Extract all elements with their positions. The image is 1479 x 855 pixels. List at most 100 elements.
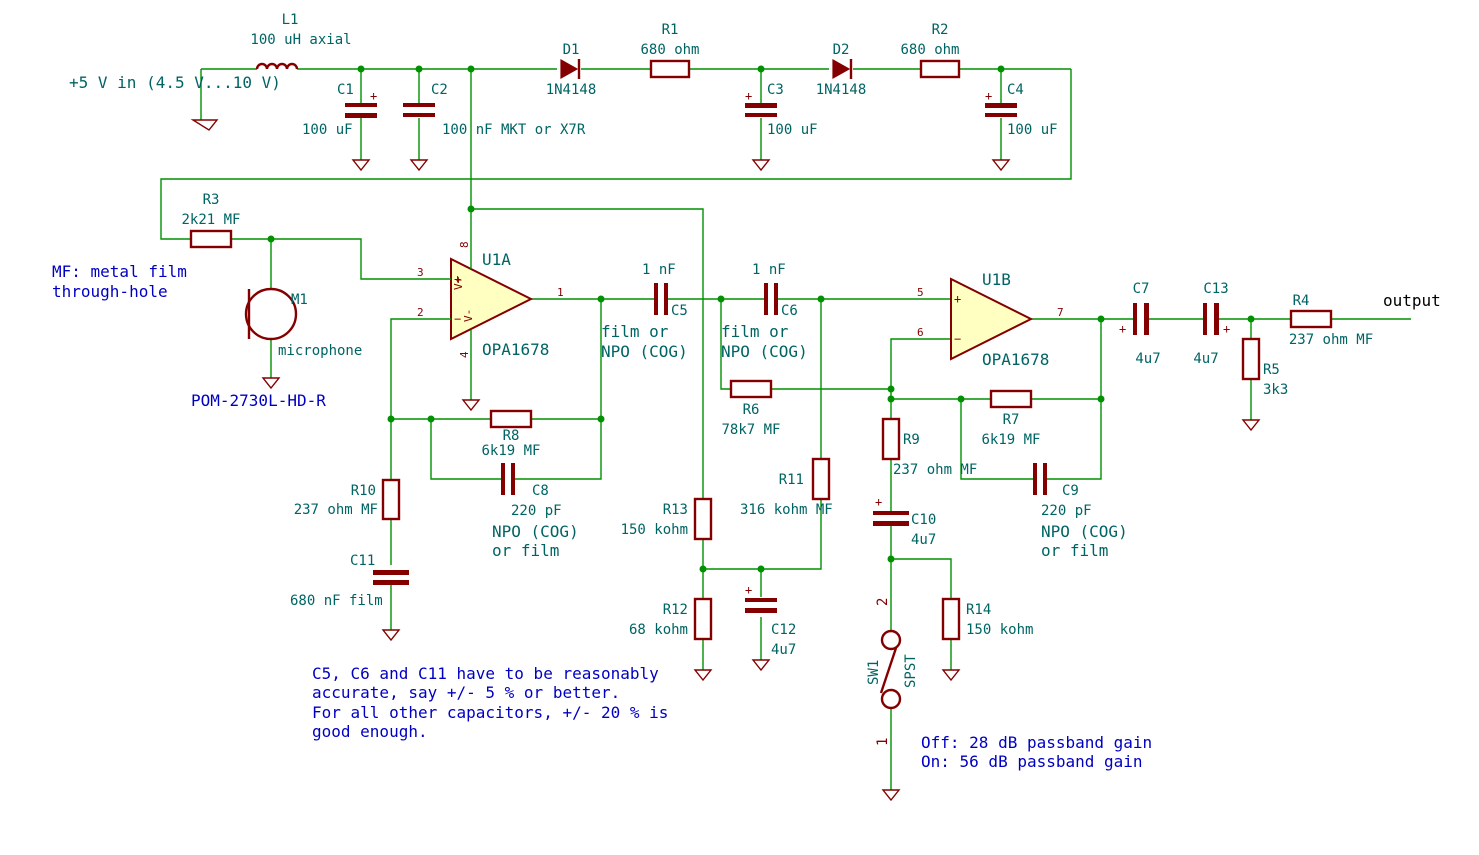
u1a-vplus: V+ — [452, 276, 465, 290]
capacitor-c11: C11 680 nF film — [290, 553, 409, 609]
r1-body — [649, 59, 691, 79]
c9-plate — [1043, 463, 1047, 495]
resistor-r5: R5 3k3 — [1241, 337, 1288, 398]
junction — [1097, 395, 1105, 403]
ground-icon — [409, 159, 429, 172]
c3-value: 100 uF — [767, 122, 818, 138]
r9-value: 237 ohm MF — [893, 462, 977, 478]
c2-plate — [403, 113, 435, 117]
c1-plate — [345, 103, 377, 107]
r10-ref: R10 — [351, 483, 376, 499]
wire-r11 — [703, 299, 822, 570]
c3-ref: C3 — [767, 82, 784, 98]
note-mf-line1: MF: metal film — [52, 262, 187, 281]
c2-value: 100 nF MKT or X7R — [442, 122, 586, 138]
l1-value: 100 uH axial — [250, 32, 351, 48]
r2-value: 680 ohm — [900, 42, 959, 58]
r1-ref: R1 — [662, 22, 679, 38]
wire-r3-mic — [231, 238, 431, 378]
wire-u1b-minus — [890, 338, 952, 790]
junction — [415, 65, 423, 73]
resistor-r4: R4 237 ohm MF — [1289, 293, 1373, 348]
opamp-u1b: + − 5 6 7 U1B OPA1678 — [917, 270, 1064, 369]
capacitor-c4: + C4 100 uF — [985, 82, 1058, 138]
c13-ref: C13 — [1203, 281, 1228, 297]
junction — [887, 555, 895, 563]
r4-value: 237 ohm MF — [1289, 332, 1373, 348]
c1-plate — [345, 113, 377, 118]
r5-body — [1241, 337, 1261, 381]
ground-icon — [751, 159, 771, 172]
junction — [597, 415, 605, 423]
wire-r8-loop — [391, 299, 602, 480]
c5-value: 1 nF — [642, 262, 676, 278]
c11-ref: C11 — [350, 553, 375, 569]
resistor-r14: R14 150 kohm — [941, 597, 1033, 641]
junction — [757, 565, 765, 573]
capacitor-c1: + C1 100 uF — [302, 82, 377, 138]
supply-label: +5 V in (4.5 V...10 V) — [69, 73, 281, 92]
resistor-r9: R9 237 ohm MF — [881, 417, 977, 478]
junction — [1247, 315, 1255, 323]
r9-body — [881, 417, 901, 461]
junction — [757, 65, 765, 73]
d1-value: 1N4148 — [546, 82, 597, 98]
resistor-r11: R11 316 kohm MF — [740, 457, 833, 518]
r2-ref: R2 — [932, 22, 949, 38]
c12-ref: C12 — [771, 622, 796, 638]
ground-icon — [991, 159, 1011, 172]
sw1-pin2: 2 — [875, 598, 891, 606]
c11-value: 680 nF film — [290, 593, 383, 609]
diode-d2: D2 1N4148 — [816, 42, 867, 98]
c4-plus: + — [985, 89, 992, 103]
u1a-plus-sign: + — [454, 272, 461, 286]
r7-body — [989, 389, 1033, 409]
c10-plate — [873, 521, 909, 526]
m1-part-number: POM-2730L-HD-R — [191, 391, 326, 410]
note-accuracy-line1: C5, C6 and C11 have to be reasonably — [312, 664, 659, 683]
r8-ref: R8 — [503, 428, 520, 444]
resistor-r7: R7 6k19 MF — [981, 389, 1041, 448]
c6-plate — [774, 283, 778, 315]
wire-u1a-minus — [390, 318, 431, 630]
note-gain-on: On: 56 dB passband gain — [921, 752, 1143, 771]
u1b-ref: U1B — [982, 270, 1011, 289]
u1a-value: OPA1678 — [482, 340, 549, 359]
m1-value: microphone — [278, 343, 362, 359]
r10-value: 237 ohm MF — [294, 502, 378, 518]
capacitor-c5: 1 nF C5 film or NPO (COG) — [601, 262, 688, 361]
d2-diode-icon — [832, 58, 851, 80]
c7-plus: + — [1119, 322, 1126, 336]
c3-plus: + — [745, 89, 752, 103]
c4-plate — [985, 103, 1017, 108]
c4-ref: C4 — [1007, 82, 1024, 98]
r11-body — [811, 457, 831, 501]
u1b-pin6: 6 — [917, 326, 924, 339]
junction — [467, 65, 475, 73]
c1-plus: + — [370, 89, 377, 103]
c12-plus: + — [745, 583, 752, 597]
output-label: output — [1383, 291, 1441, 310]
ground-icon — [1241, 419, 1261, 432]
r7-value: 6k19 MF — [981, 432, 1040, 448]
ground-icon — [881, 789, 901, 802]
c8-note1: NPO (COG) — [492, 522, 579, 541]
c9-plate — [1033, 463, 1037, 495]
junction — [467, 205, 475, 213]
resistor-r1: R1 680 ohm — [640, 22, 700, 79]
r12-body — [693, 597, 713, 641]
junction — [387, 415, 395, 423]
capacitor-c12: + C12 4u7 — [745, 583, 796, 658]
c7-ref: C7 — [1133, 281, 1150, 297]
c10-ref: C10 — [911, 512, 936, 528]
junction — [357, 65, 365, 73]
r5-ref: R5 — [1263, 362, 1280, 378]
sw1-pin1: 1 — [875, 738, 891, 746]
junction — [427, 415, 435, 423]
u1a-pin4: 4 — [458, 351, 471, 358]
accuracy-note: C5, C6 and C11 have to be reasonably acc… — [312, 664, 668, 741]
d2-ref: D2 — [833, 42, 850, 58]
c12-plate — [745, 598, 777, 602]
note-accuracy-line2: accurate, say +/- 5 % or better. — [312, 683, 620, 702]
c5-plate — [654, 283, 658, 315]
